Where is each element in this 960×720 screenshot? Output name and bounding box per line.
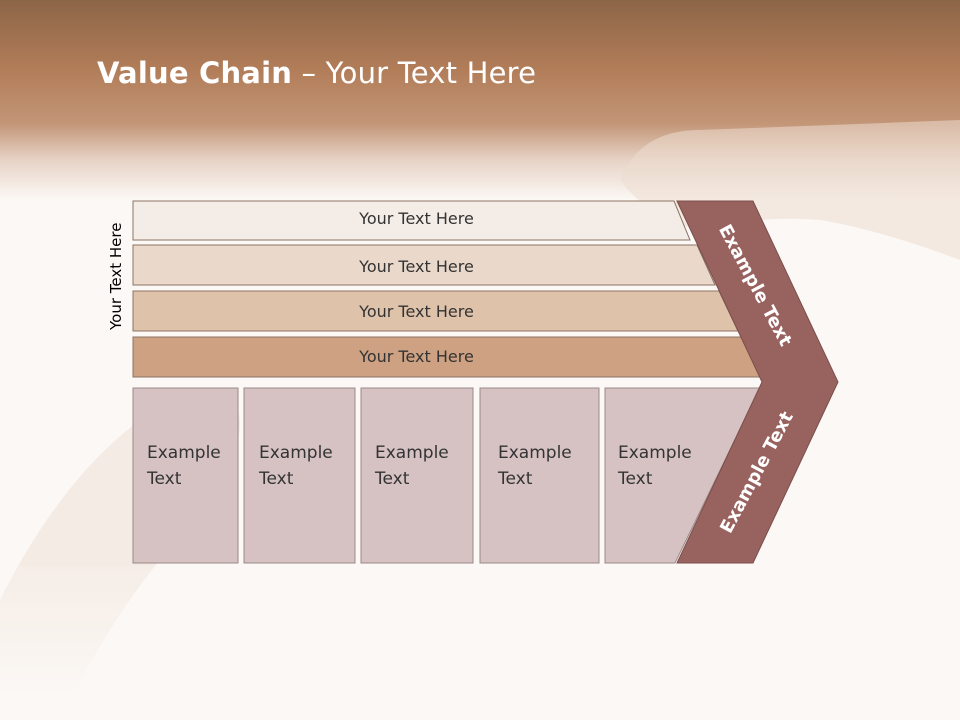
box-2-line1: Example: [259, 443, 333, 463]
title-bold: Value Chain: [97, 56, 293, 90]
box-2-line2: Text: [259, 469, 294, 489]
box-1: [132, 387, 239, 564]
box-3-line1: Example: [375, 443, 449, 463]
box-3-line2: Text: [375, 469, 410, 489]
band-label-4: Your Text Here: [359, 347, 474, 366]
box-3: [360, 387, 474, 564]
page-title: Value Chain – Your Text Here: [97, 56, 536, 90]
title-rest: – Your Text Here: [292, 56, 537, 90]
box-1-line1: Example: [147, 443, 221, 463]
box-4-line1: Example: [498, 443, 572, 463]
band-label-1: Your Text Here: [359, 209, 474, 228]
band-label-3: Your Text Here: [359, 302, 474, 321]
box-5-line2: Text: [618, 469, 653, 489]
box-4: [479, 387, 600, 564]
band-2: [132, 244, 716, 286]
box-4-line2: Text: [498, 469, 533, 489]
band-1: [132, 200, 691, 241]
chevron-arrow: [676, 200, 839, 564]
diagram-reflection: [0, 566, 960, 720]
box-5: [604, 387, 761, 564]
box-1-line2: Text: [147, 469, 182, 489]
box-5-line1: Example: [618, 443, 692, 463]
band-label-2: Your Text Here: [359, 257, 474, 276]
box-2: [243, 387, 356, 564]
